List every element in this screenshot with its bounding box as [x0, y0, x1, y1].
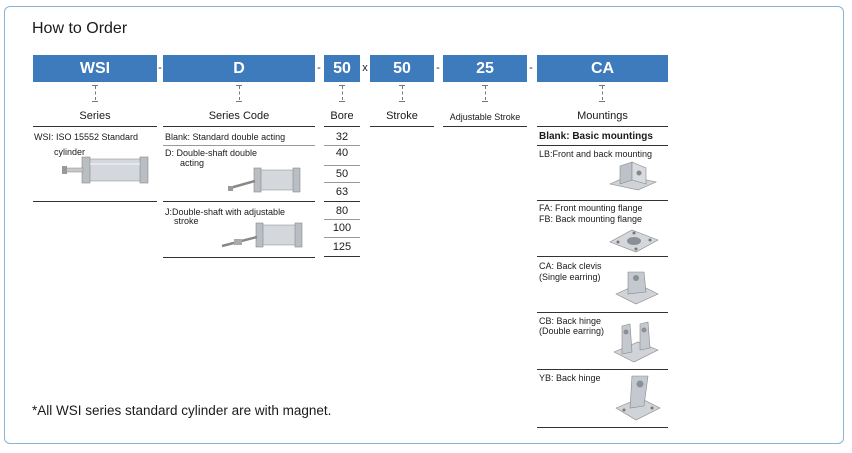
- mounting-lb: LB:Front and back mounting: [539, 149, 653, 159]
- separator: -: [317, 62, 321, 74]
- column-header-adjustable-stroke: Adjustable Stroke: [449, 112, 521, 122]
- footnote: *All WSI series standard cylinder are wi…: [32, 403, 332, 418]
- page-title: How to Order: [32, 20, 128, 37]
- divider: [163, 126, 315, 127]
- series-description-cont: cylinder: [54, 147, 86, 157]
- bore-value: 63: [335, 186, 349, 198]
- column-header-stroke: Stroke: [386, 110, 418, 122]
- divider: [537, 145, 668, 146]
- divider: [537, 369, 668, 370]
- series-code-blank: Blank: Standard double acting: [165, 132, 286, 142]
- bore-value: 40: [335, 147, 349, 159]
- divider: [537, 200, 668, 201]
- mounting-fa: FA: Front mounting flange: [539, 203, 643, 213]
- flange-image: [609, 229, 659, 253]
- dashed-connector: [236, 84, 242, 102]
- divider: [324, 182, 360, 183]
- divider: [324, 237, 360, 238]
- mounting-fb: FB: Back mounting flange: [539, 214, 643, 224]
- divider: [324, 165, 360, 166]
- divider: [537, 312, 668, 313]
- mounting-yb: YB: Back hinge: [539, 373, 601, 383]
- bore-value: 80: [335, 205, 349, 217]
- divider: [163, 145, 315, 146]
- mounting-cb: CB: Back hinge: [539, 316, 602, 326]
- separator: -: [436, 62, 440, 74]
- mounting-ca-cont: (Single earring): [539, 272, 601, 282]
- divider: [537, 256, 668, 257]
- series-description: WSI: ISO 15552 Standard: [34, 132, 139, 142]
- lb-mounting-image: [609, 161, 657, 191]
- code-box-mounting: CA: [537, 55, 668, 82]
- divider: [163, 257, 315, 258]
- bore-value: 50: [335, 168, 349, 180]
- divider: [163, 201, 315, 202]
- bore-value: 125: [332, 241, 352, 253]
- column-header-bore: Bore: [330, 110, 354, 122]
- code-box-series-code: D: [163, 55, 315, 82]
- divider: [324, 201, 360, 202]
- code-box-stroke: 50: [370, 55, 434, 82]
- code-box-series: WSI: [33, 55, 157, 82]
- back-clevis-image: [615, 271, 659, 305]
- mounting-ca: CA: Back clevis: [539, 261, 602, 271]
- divider: [33, 126, 157, 127]
- dashed-connector: [339, 84, 345, 102]
- divider: [324, 145, 360, 146]
- adjustable-stroke-cylinder-image: [221, 222, 303, 248]
- divider: [324, 126, 360, 127]
- series-code-d: D: Double-shaft double: [165, 148, 258, 158]
- divider: [537, 427, 668, 428]
- series-code-d-cont: acting: [180, 158, 205, 168]
- dashed-connector: [399, 84, 405, 102]
- divider: [324, 219, 360, 220]
- divider: [33, 201, 157, 202]
- divider: [443, 126, 527, 127]
- column-header-series-code: Series Code: [208, 110, 270, 122]
- series-code-j: J:Double-shaft with adjustable: [165, 207, 286, 217]
- divider: [537, 126, 668, 127]
- separator: -: [158, 62, 162, 74]
- column-header-mountings: Mountings: [577, 110, 628, 122]
- double-shaft-cylinder-image: [228, 167, 301, 193]
- dashed-connector: [482, 84, 488, 102]
- column-header-series: Series: [79, 110, 111, 122]
- bore-value: 100: [332, 222, 352, 234]
- separator: -: [529, 62, 533, 74]
- mounting-cb-cont: (Double earring): [539, 326, 605, 336]
- code-box-adjustable-stroke: 25: [443, 55, 527, 82]
- divider: [370, 126, 434, 127]
- cylinder-image: [62, 156, 149, 184]
- mountings-basic: Blank: Basic mountings: [539, 131, 653, 142]
- series-code-j-cont: stroke: [174, 216, 199, 226]
- bore-value: 32: [335, 131, 349, 143]
- dashed-connector: [92, 84, 98, 102]
- code-box-bore: 50: [324, 55, 360, 82]
- dashed-connector: [599, 84, 605, 102]
- order-panel-frame: [4, 6, 844, 444]
- back-hinge-double-image: [613, 321, 659, 363]
- divider: [324, 256, 360, 257]
- separator: x: [362, 62, 368, 74]
- back-hinge-image: [615, 375, 661, 421]
